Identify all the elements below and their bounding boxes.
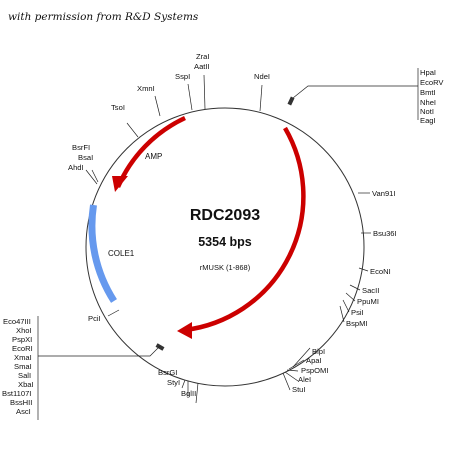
- site-smai: SmaI: [14, 362, 32, 371]
- site-ecorv: EcoRV: [420, 78, 444, 87]
- feature-label-cole1: COLE1: [108, 249, 135, 258]
- site-hpai: HpaI: [420, 68, 436, 77]
- site-noti: NotI: [420, 107, 434, 116]
- site-alei: AleI: [298, 375, 311, 384]
- site-psii: PsiI: [351, 308, 364, 317]
- site-pspomi: PspOMI: [301, 366, 328, 375]
- cole1-region: [88, 204, 117, 303]
- site-bsai: BsaI: [78, 153, 93, 162]
- site-pcii: PciI: [88, 314, 101, 323]
- site-nhei: NheI: [420, 98, 436, 107]
- site-zrai: ZraI: [196, 52, 210, 61]
- plasmid-size: 5354 bps: [198, 235, 252, 249]
- insert-arrow: [184, 126, 306, 333]
- sites-bottom-right: BlpI ApaI PspOMI AleI StuI: [282, 347, 328, 394]
- site-sacii: SacII: [362, 286, 379, 295]
- site-econi: EcoNI: [370, 267, 391, 276]
- site-sspi: SspI: [175, 72, 190, 81]
- site-van91i: Van91I: [372, 189, 396, 198]
- site-stui: StuI: [292, 385, 306, 394]
- insert-label: rMUSK (1-868): [200, 263, 251, 272]
- site-ppumi: PpuMI: [357, 297, 379, 306]
- site-sali: SalI: [18, 371, 31, 380]
- cluster-top-right: HpaI EcoRV BmtI NheI NotI EagI: [292, 68, 444, 125]
- cluster-marker-top: [287, 96, 295, 106]
- plasmid-backbone: [85, 107, 365, 387]
- sites-right: Van91I Bsu36I EcoNI SacII PpuMI PsiI Bsp…: [339, 189, 397, 328]
- site-tsoi: TsoI: [111, 103, 125, 112]
- site-bsshii: BssHII: [10, 398, 32, 407]
- site-eagi: EagI: [420, 116, 436, 125]
- permission-note: with permission from R&D Systems: [8, 11, 199, 23]
- site-bmti: BmtI: [420, 88, 436, 97]
- sites-top: XmnI SspI ZraI AatII NdeI: [137, 52, 270, 117]
- site-ecori: EcoRI: [12, 344, 33, 353]
- site-eco47iii: Eco47III: [3, 317, 31, 326]
- feature-label-amp: AMP: [145, 152, 162, 161]
- site-bspmi: BspMI: [346, 319, 368, 328]
- site-ndei: NdeI: [254, 72, 270, 81]
- site-bst1107i: Bst1107I: [2, 389, 31, 398]
- site-bsrgi: BsrGI: [158, 368, 177, 377]
- plasmid-name: RDC2093: [190, 207, 260, 224]
- site-apai: ApaI: [306, 356, 322, 365]
- cluster-bottom-left: Eco47III XhoI PspXI EcoRI XmaI SmaI SalI…: [2, 316, 161, 420]
- site-aatii: AatII: [194, 62, 210, 71]
- site-bsu36i: Bsu36I: [373, 229, 397, 238]
- sites-left-upper: BsrFI BsaI AhdI: [68, 143, 99, 185]
- site-xmai: XmaI: [14, 353, 32, 362]
- amp-arrowhead: [112, 176, 128, 192]
- site-xhoi: XhoI: [16, 326, 32, 335]
- site-bsrfi: BsrFI: [72, 143, 90, 152]
- site-pspxi: PspXI: [12, 335, 32, 344]
- site-styi: StyI: [167, 378, 180, 387]
- insert-arrowhead: [177, 322, 192, 339]
- site-blpi: BlpI: [312, 347, 325, 356]
- site-xbai: XbaI: [18, 380, 34, 389]
- site-bglii: BglII: [181, 389, 196, 398]
- sites-bottom: BsrGI StyI BglII: [158, 368, 199, 404]
- cluster-marker-bottom: [155, 343, 165, 351]
- site-asci: AscI: [16, 407, 31, 416]
- site-xmni: XmnI: [137, 84, 155, 93]
- site-ahdi: AhdI: [68, 163, 84, 172]
